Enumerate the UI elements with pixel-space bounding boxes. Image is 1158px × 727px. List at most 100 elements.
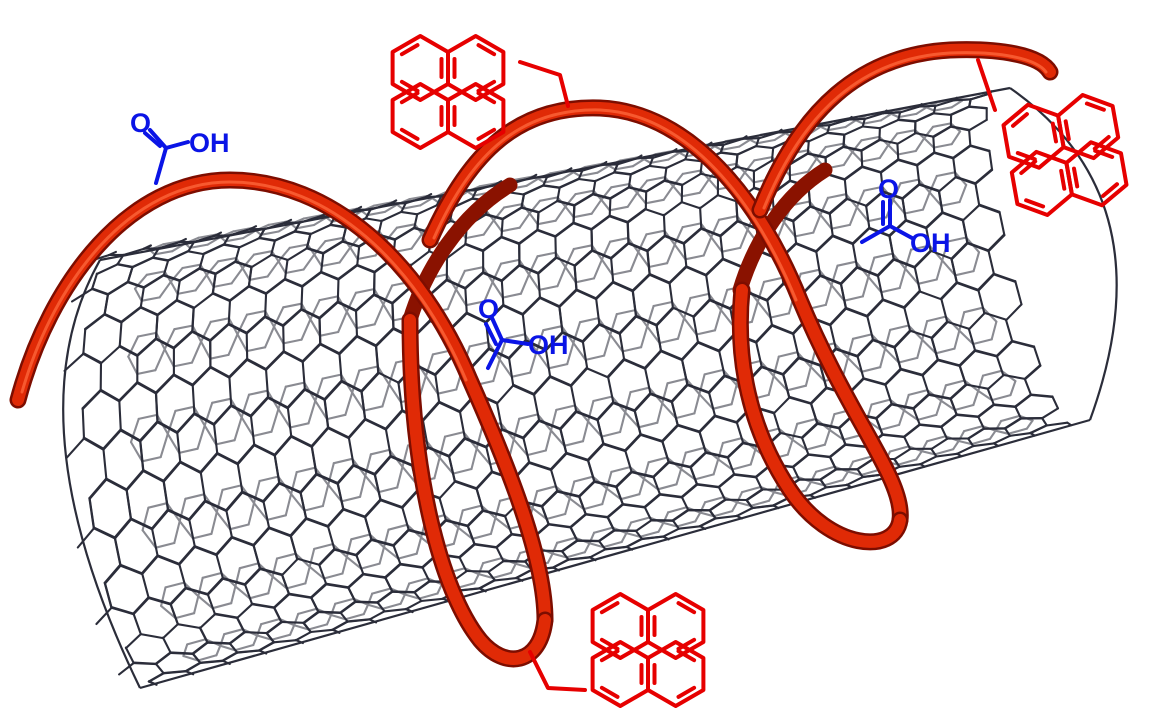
carbon-bond-back (624, 411, 640, 429)
carbon-bond (967, 327, 977, 352)
carbon-bond-back (259, 230, 280, 236)
carbon-bond-back (878, 135, 890, 147)
carbon-bond (824, 145, 845, 159)
carbon-bond (878, 118, 900, 130)
carbon-bond-back (344, 613, 365, 621)
carbon-bond (618, 314, 638, 335)
pyrene-double-bond (476, 91, 497, 105)
carbon-bond (708, 299, 732, 311)
carbon-bond-back (289, 624, 296, 636)
carbon-bond-back (241, 267, 251, 281)
carbon-bond-back (186, 638, 207, 646)
carbon-bond-back (928, 244, 944, 262)
carbon-bond-back (756, 280, 766, 303)
carbon-bond (191, 641, 209, 655)
helix-back-segment-2 (732, 162, 833, 298)
carbon-bond (162, 623, 179, 640)
carbon-bond (184, 661, 202, 673)
carbon-bond-back (629, 386, 651, 394)
carbon-bond-back (920, 450, 936, 456)
cooh-right-stem (860, 224, 892, 244)
carbon-bond-back (477, 573, 494, 580)
carbon-bond-back (963, 425, 984, 433)
carbon-bond-back (693, 473, 715, 481)
carbon-bond (434, 355, 454, 376)
carbon-bond-back (681, 169, 702, 175)
carbon-bond-back (499, 422, 515, 441)
carbon-bond (178, 267, 201, 282)
carbon-bond (272, 592, 290, 609)
carbon-bond (1023, 377, 1033, 396)
carbon-bond-back (355, 323, 376, 330)
carboxylic-acid-group-left: O OH (130, 108, 230, 185)
carbon-bond (228, 642, 239, 654)
pyrene-ring (646, 640, 706, 708)
carbon-bond (898, 105, 920, 114)
carbon-bond (662, 213, 666, 238)
carbon-bond (310, 426, 330, 448)
carbon-bond (126, 281, 145, 289)
carbon-bond-back (536, 219, 557, 226)
carbon-bond-back (756, 300, 772, 319)
carbon-bond (310, 445, 318, 476)
carbon-bond-back (860, 366, 882, 373)
carbon-bond (932, 135, 936, 154)
carbon-bond (373, 454, 392, 476)
carbon-bond (881, 298, 906, 309)
carbon-bond (839, 265, 858, 285)
carbon-bond-back (605, 470, 613, 490)
carbon-bond-back (165, 502, 181, 523)
carbon-bond-back (823, 428, 831, 446)
carbon-bond-back (1000, 369, 1017, 383)
carbon-bond-back (695, 329, 717, 336)
carbon-bond (581, 322, 601, 343)
carbon-bond-back (288, 243, 309, 249)
carbon-bond-back (610, 466, 632, 473)
carbon-bond-back (221, 484, 243, 491)
carbon-bond-back (313, 543, 334, 550)
carbon-bond-back (314, 399, 329, 421)
carbon-bond (915, 151, 936, 167)
carbon-bond-back (215, 439, 236, 446)
carbon-bond (613, 171, 632, 176)
carbon-bond-back (369, 448, 391, 456)
carbon-bond-back (851, 139, 863, 153)
carbon-bond (950, 257, 958, 284)
carbon-bond (969, 144, 991, 152)
carbon-bond (843, 165, 864, 181)
carbon-bond-back (455, 288, 468, 307)
carbon-bond-back (891, 252, 907, 270)
polymer-helix-back-segments (402, 162, 833, 328)
carbon-bond (819, 468, 837, 481)
carbon-bond (772, 396, 791, 415)
carbon-bond (682, 242, 688, 269)
carbon-bond (209, 365, 231, 378)
carbon-bond (434, 373, 441, 404)
carbon-bond-back (717, 458, 734, 471)
carbon-bond-back (977, 374, 985, 392)
carbon-bond-back (443, 431, 465, 438)
carbon-bond-back (350, 533, 371, 541)
carbon-bond-back (492, 206, 506, 222)
carbon-bond (643, 493, 661, 509)
carbon-bond-back (828, 413, 836, 432)
carbon-bond-back (625, 532, 642, 538)
carbon-bond-back (376, 365, 391, 386)
carbon-bond (537, 199, 559, 214)
carbon-bond-back (981, 306, 998, 323)
carbon-bond-back (602, 540, 623, 549)
carbon-bond (828, 118, 850, 127)
carbon-bond (336, 463, 355, 485)
carbon-bond (726, 441, 744, 459)
carbon-bond (904, 218, 928, 229)
carbon-bond (603, 545, 628, 551)
carbon-bond-back (277, 385, 287, 411)
carbon-bond-back (339, 373, 354, 394)
carbon-bond-back (129, 441, 144, 463)
carbon-bond-back (500, 258, 521, 265)
carbon-bond-back (597, 317, 612, 336)
carbon-bond-back (182, 643, 189, 658)
carbon-bond-back (743, 171, 755, 184)
carbon-bond (340, 380, 363, 393)
carbon-bond-back (153, 250, 174, 256)
